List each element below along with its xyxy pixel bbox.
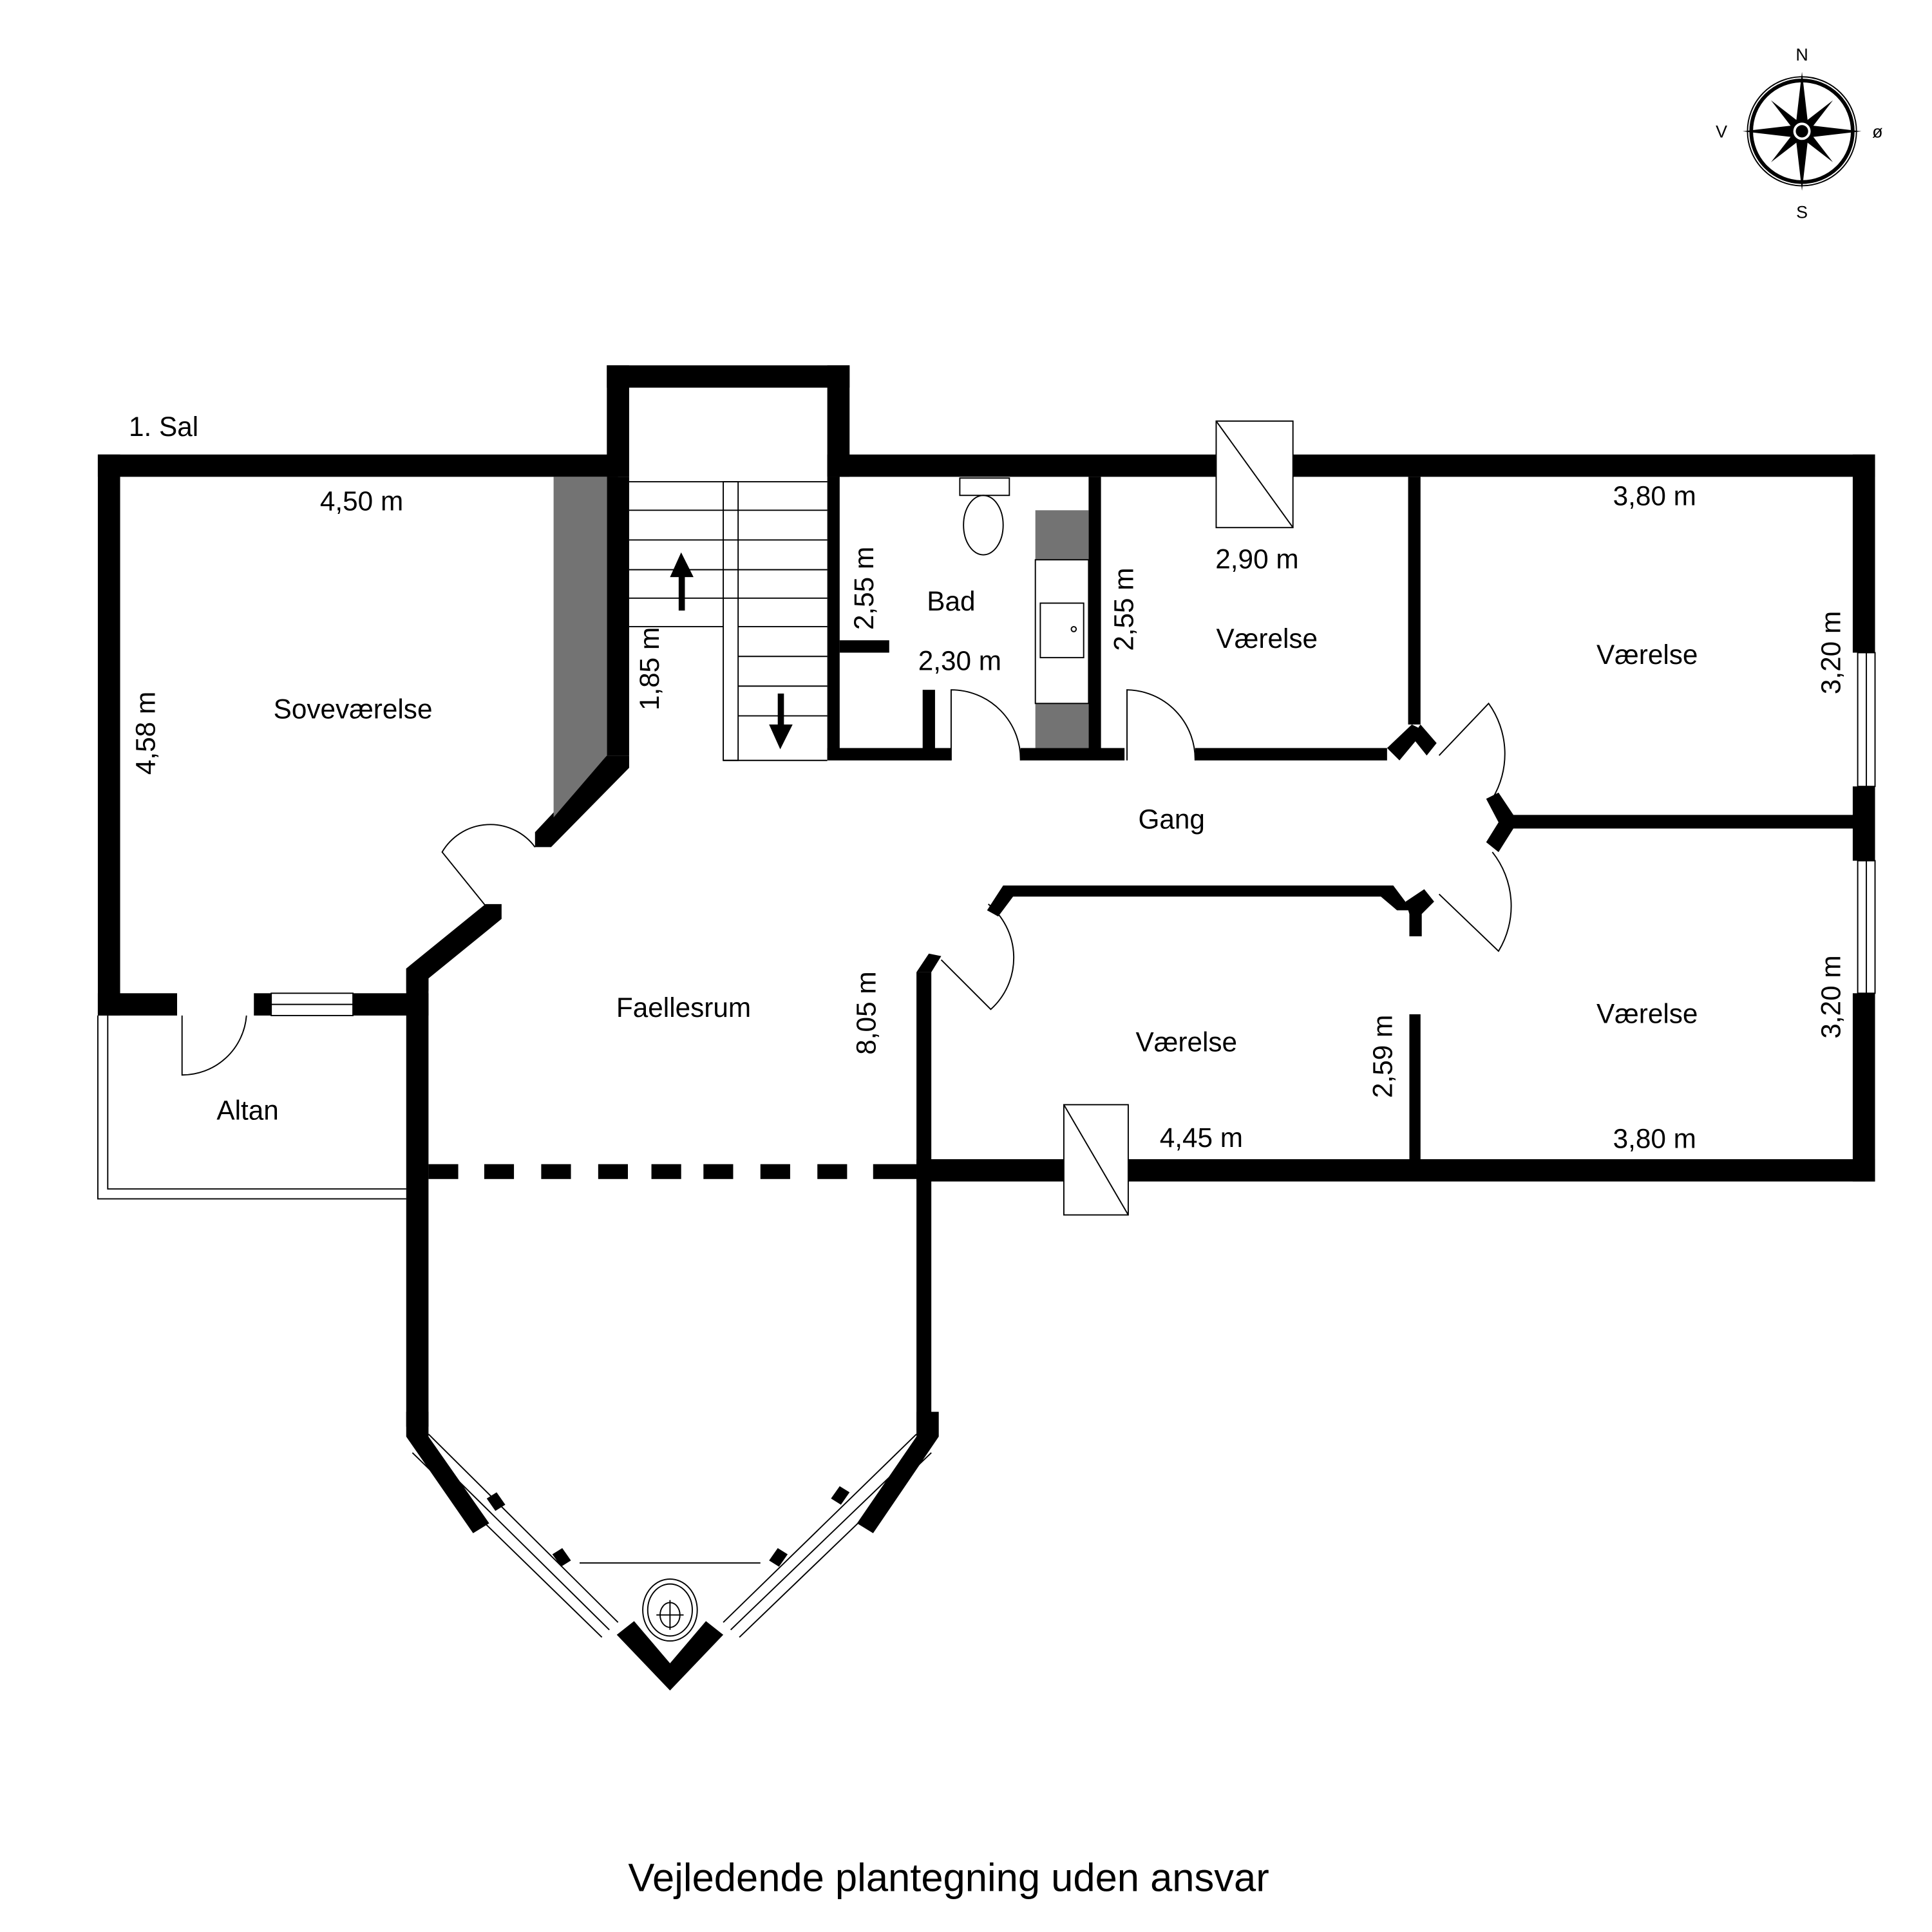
compass-north-label: N (1795, 45, 1808, 64)
walls (97, 365, 1875, 1690)
door-vaerelse-s[interactable] (940, 904, 1015, 1010)
dim-vaerelse-ne-depth: 3,20 m (1816, 611, 1846, 694)
toilet-icon (963, 495, 1004, 556)
room-label-vaerelse-ne: Værelse (1596, 639, 1698, 670)
door-vaerelse-ne[interactable] (1438, 702, 1506, 799)
disclaimer-footer: Vejledende plantegning uden ansvar (628, 1856, 1269, 1900)
dim-vaerelse-s-width: 4,45 m (1160, 1122, 1243, 1153)
dim-sovevaerelse-depth: 4,58 m (130, 692, 160, 775)
door-bad[interactable] (950, 689, 1021, 761)
dim-vaerelse-ne-width: 3,80 m (1613, 481, 1696, 511)
stair-down-arrow-icon (769, 693, 793, 750)
room-label-vaerelse-s: Værelse (1136, 1027, 1238, 1057)
compass-east-label: ø (1872, 122, 1882, 141)
door-bedroom[interactable] (441, 824, 536, 911)
door-vaerelse-small[interactable] (1126, 689, 1196, 761)
built-in-wardrobe (553, 477, 607, 818)
compass-south-label: S (1796, 202, 1808, 222)
stair-up-arrow-icon (670, 552, 694, 611)
floor-label: 1. Sal (129, 412, 198, 442)
room-label-sovevaerelse: Soveværelse (274, 694, 433, 724)
dim-faellesrum-depth: 8,05 m (851, 971, 882, 1054)
toilet-tank-icon (959, 477, 1010, 497)
dim-bad-depth: 2,55 m (849, 547, 879, 630)
room-label-vaerelse-small: Værelse (1217, 623, 1318, 654)
compass-west-label: V (1716, 122, 1727, 141)
balcony-outline (97, 1015, 406, 1200)
sink-icon (1039, 602, 1084, 659)
dim-sovevaerelse-width: 4,50 m (320, 486, 403, 516)
dim-vaerelse-small-depth: 2,55 m (1109, 567, 1139, 650)
bath-counter-bottom (1035, 703, 1089, 748)
dim-stair-length: 1,85 m (634, 627, 665, 710)
room-label-gang: Gang (1138, 804, 1204, 835)
room-label-bad: Bad (927, 586, 975, 616)
room-label-faellesrum: Faellesrum (616, 992, 751, 1023)
room-label-altan: Altan (216, 1095, 278, 1125)
compass-rose-icon (1742, 71, 1862, 191)
room-divider-dashed (428, 1164, 917, 1179)
door-vaerelse-se[interactable] (1438, 851, 1512, 952)
dim-bad-width: 2,30 m (918, 645, 1001, 676)
dim-vaerelse-s-depth: 2,59 m (1368, 1015, 1398, 1098)
dim-vaerelse-se-depth: 3,20 m (1816, 955, 1846, 1038)
dim-vaerelse-se-width: 3,80 m (1613, 1124, 1696, 1154)
room-label-vaerelse-se: Værelse (1596, 998, 1698, 1028)
stove-icon (642, 1578, 698, 1642)
bath-counter-top (1035, 510, 1089, 560)
door-altan[interactable] (181, 1015, 247, 1076)
dim-vaerelse-small-width: 2,90 m (1215, 544, 1298, 574)
staircase (629, 481, 828, 761)
